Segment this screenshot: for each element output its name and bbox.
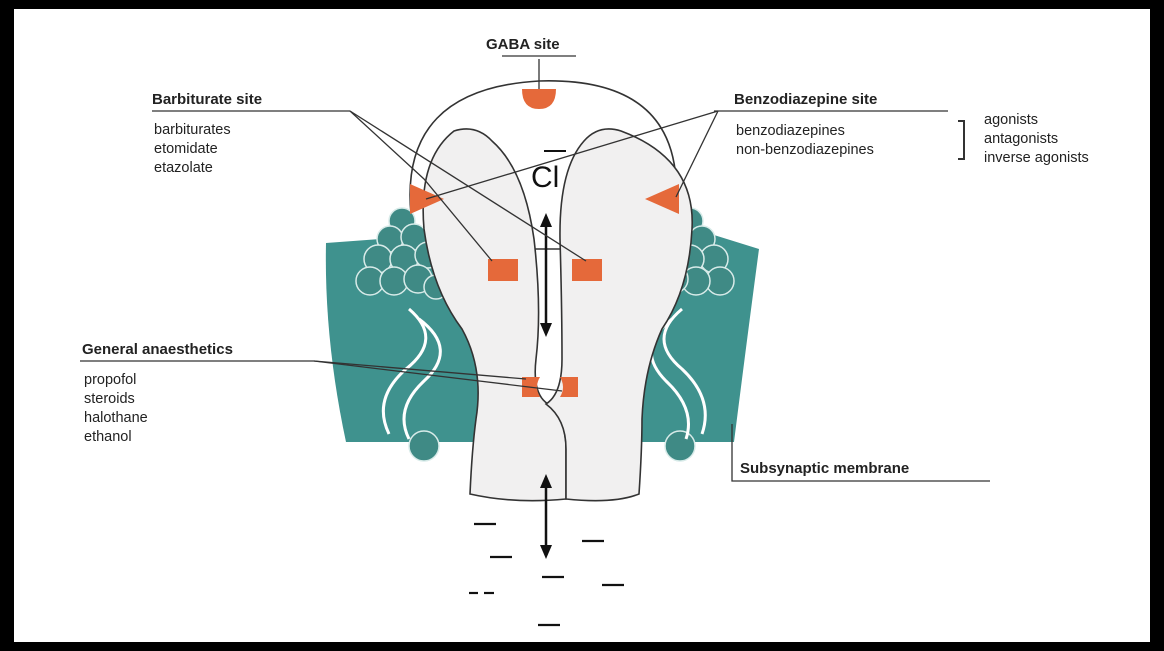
- anaesthetic-item: propofol: [84, 372, 136, 388]
- benzodiazepine-action: antagonists: [984, 131, 1058, 147]
- barbiturate-item: etazolate: [154, 160, 213, 176]
- barbiturate-item: etomidate: [154, 141, 218, 157]
- barbiturate-item: barbiturates: [154, 122, 231, 138]
- gaba-receptor-diagram: Cl Barbiturate site barbiturates etomida…: [14, 9, 1150, 642]
- barbiturate-site-marker-left: [488, 259, 518, 281]
- anaesthetic-item: steroids: [84, 391, 135, 407]
- general-anaesthetics-label: General anaesthetics: [82, 341, 233, 358]
- gaba-site-label: GABA site: [486, 36, 560, 53]
- benzodiazepine-action: agonists: [984, 112, 1038, 128]
- subsynaptic-membrane-label: Subsynaptic membrane: [740, 460, 909, 477]
- barbiturate-site-marker-right: [572, 259, 602, 281]
- ion-flow-arrow-lower: [540, 474, 552, 559]
- benzodiazepine-action: inverse agonists: [984, 150, 1089, 166]
- benzodiazepine-bracket: [958, 121, 964, 159]
- anaesthetic-item: halothane: [84, 410, 148, 426]
- anaesthetic-item: ethanol: [84, 429, 132, 445]
- barbiturate-site-label: Barbiturate site: [152, 91, 262, 108]
- benzodiazepine-site-label: Benzodiazepine site: [734, 91, 877, 108]
- diagram-canvas: Cl Barbiturate site barbiturates etomida…: [14, 9, 1150, 642]
- benzodiazepine-item: benzodiazepines: [736, 123, 845, 139]
- benzodiazepine-item: non-benzodiazepines: [736, 142, 874, 158]
